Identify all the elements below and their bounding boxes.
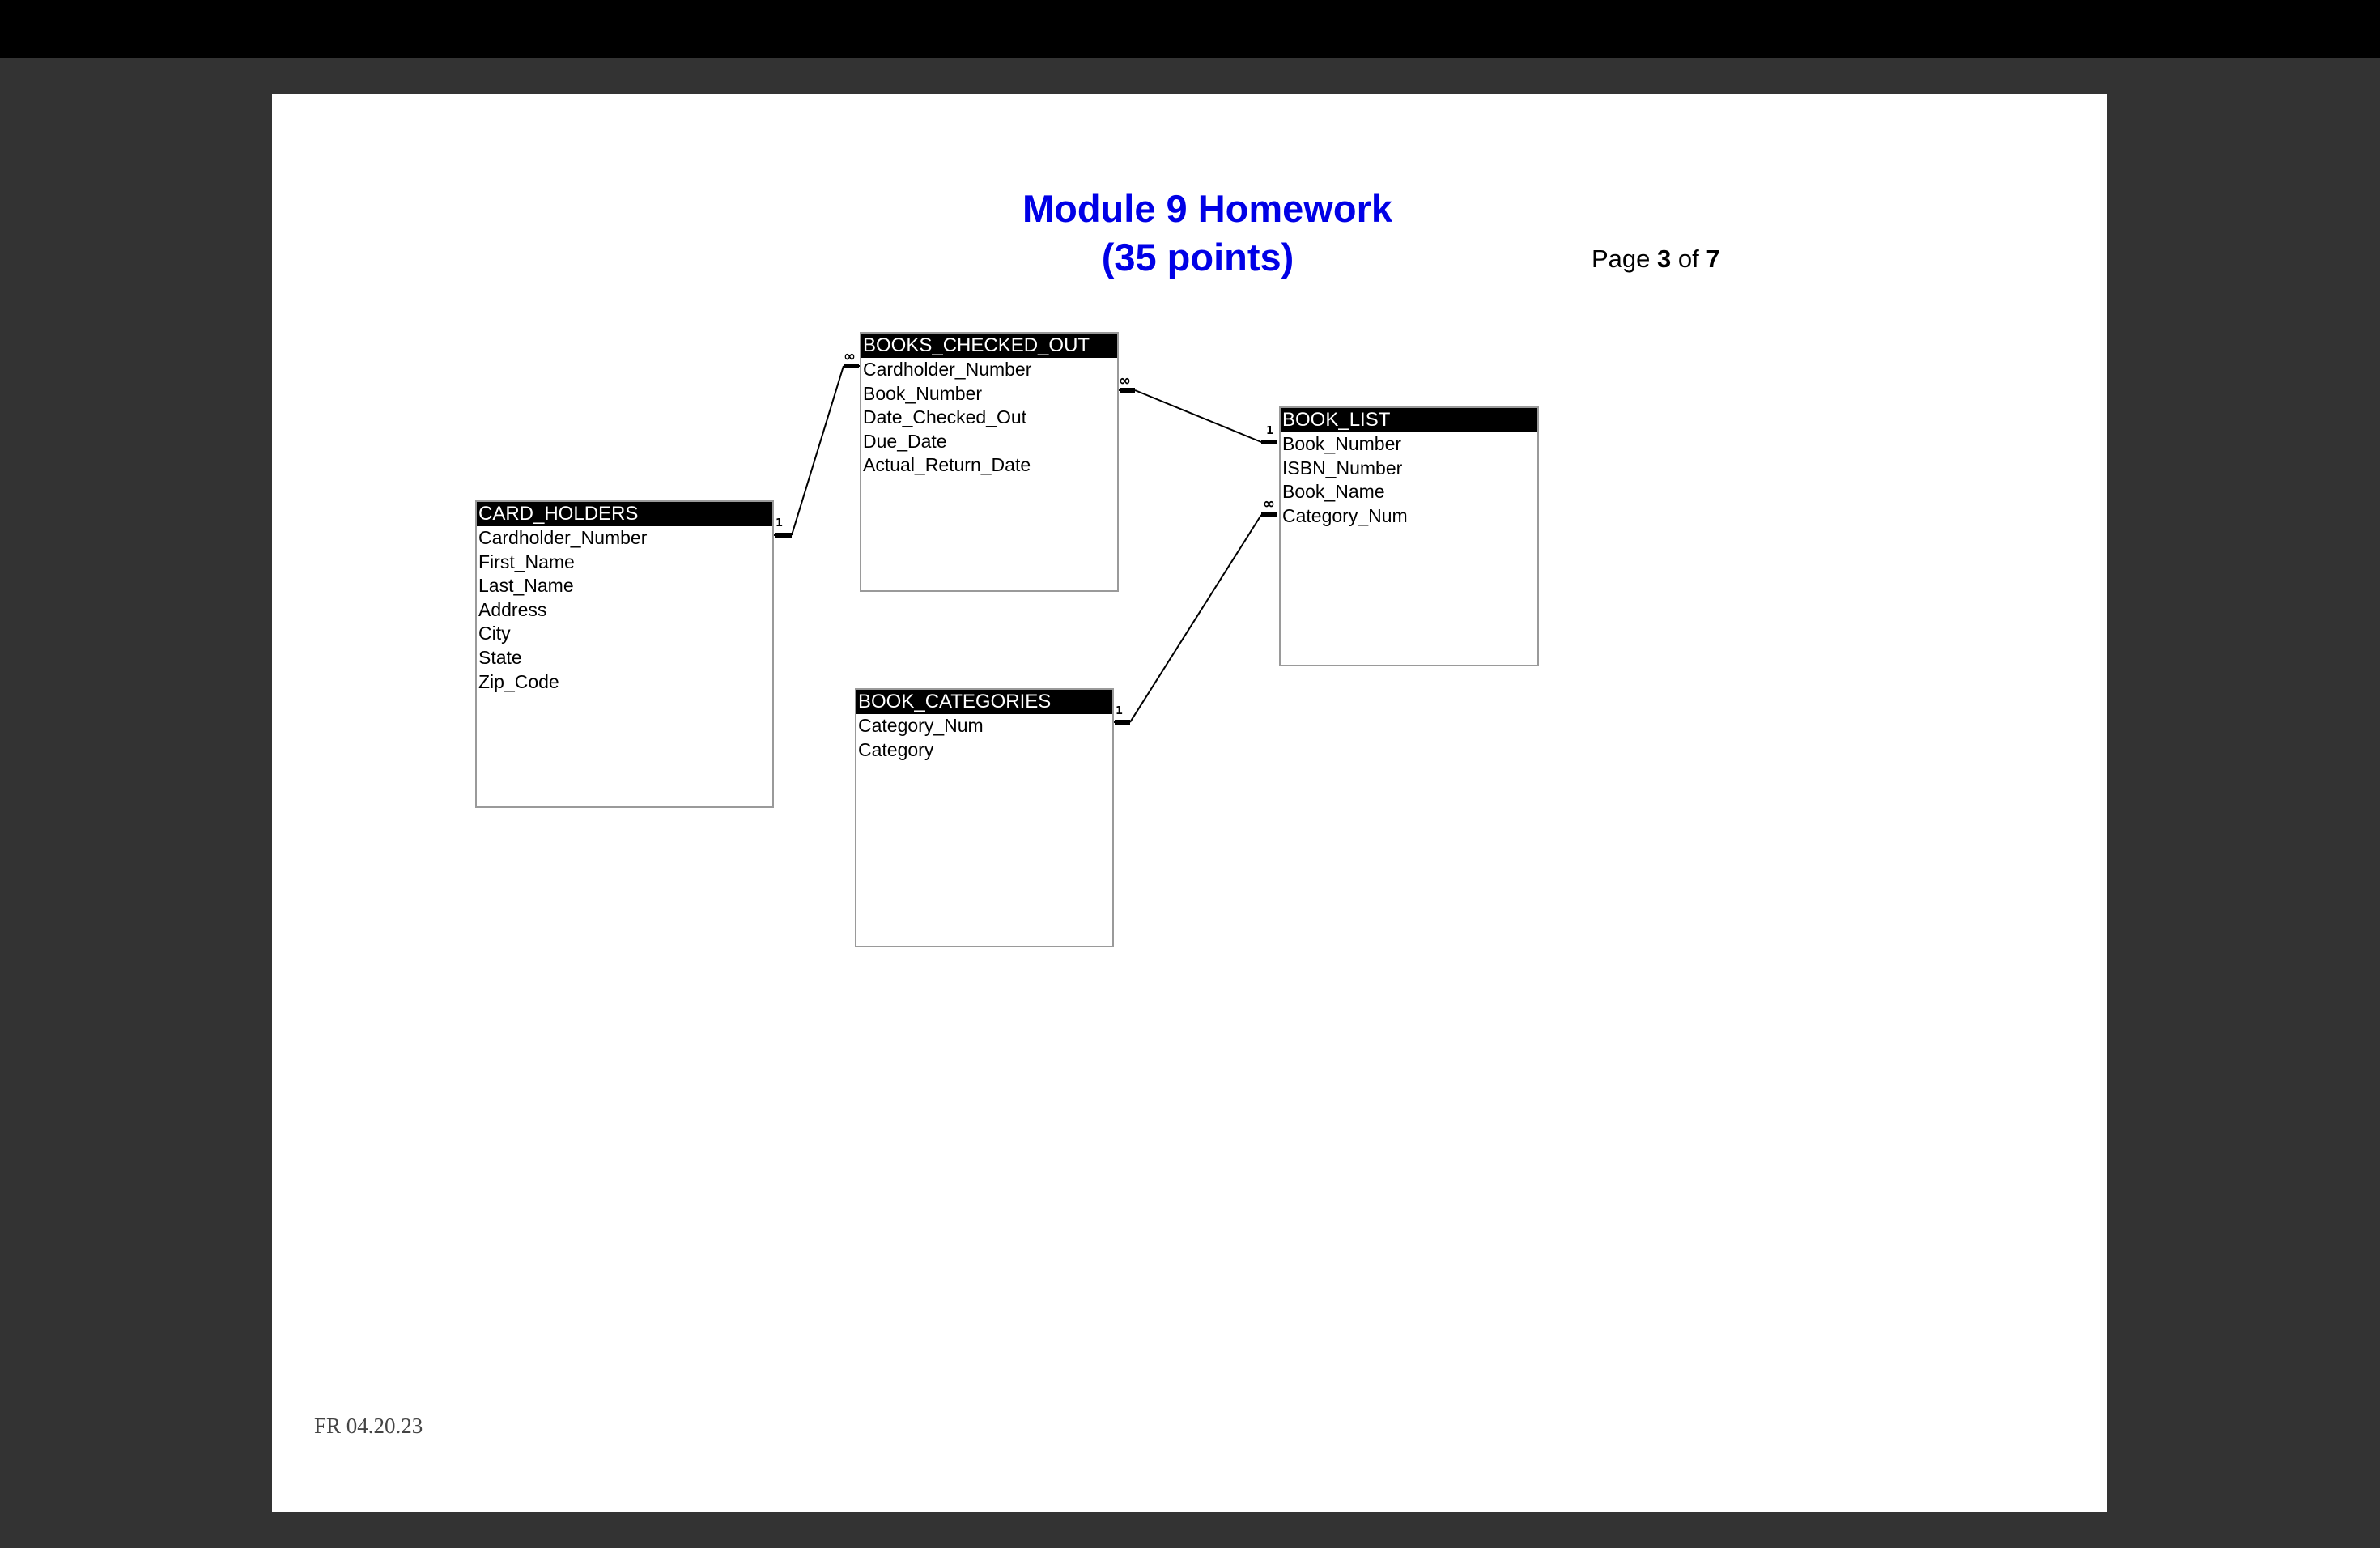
cardinality-one-marker: 1 bbox=[1266, 425, 1274, 437]
table-title: CARD_HOLDERS bbox=[477, 502, 772, 526]
footer-version-label: FR 04.20.23 bbox=[314, 1414, 423, 1438]
document-title: Module 9 Homework bbox=[1022, 187, 1392, 230]
cardinality-many-marker: ∞ bbox=[1119, 372, 1131, 389]
page-total: 7 bbox=[1706, 245, 1720, 273]
table-field: Last_Name bbox=[478, 575, 574, 597]
table-field: Book_Number bbox=[1282, 433, 1402, 454]
table-title: BOOKS_CHECKED_OUT bbox=[861, 334, 1117, 358]
table-field: City bbox=[478, 623, 511, 644]
table-field: Book_Name bbox=[1282, 481, 1385, 503]
cardinality-one-marker: 1 bbox=[1116, 705, 1124, 717]
field-list: Cardholder_Number First_Name Last_Name A… bbox=[477, 526, 772, 694]
relationship-lines bbox=[774, 364, 1277, 725]
table-field: Due_Date bbox=[863, 430, 947, 452]
table-field: Date_Checked_Out bbox=[863, 406, 1027, 428]
table-field: Category_Num bbox=[1282, 504, 1408, 526]
cardinality-one-marker: 1 bbox=[776, 517, 784, 529]
table-card-holders[interactable]: CARD_HOLDERS Cardholder_Number First_Nam… bbox=[475, 500, 774, 808]
table-title: BOOK_CATEGORIES bbox=[856, 690, 1112, 714]
cardinality-many-marker: ∞ bbox=[1263, 495, 1275, 512]
table-books-checked-out[interactable]: BOOKS_CHECKED_OUT Cardholder_Number Book… bbox=[860, 332, 1119, 592]
page-current: 3 bbox=[1657, 245, 1672, 273]
document-subtitle-points: (35 points) bbox=[1101, 236, 1294, 279]
page-number: Page 3 of 7 bbox=[1592, 245, 1720, 274]
table-field: Category_Num bbox=[858, 715, 984, 736]
cardinality-many-marker: ∞ bbox=[844, 348, 856, 365]
table-field: Category bbox=[858, 738, 934, 760]
document-page: Module 9 Homework (35 points) Page 3 of … bbox=[272, 94, 2107, 1512]
table-title: BOOK_LIST bbox=[1281, 408, 1537, 432]
page-of-label: of bbox=[1677, 245, 1699, 273]
table-field: First_Name bbox=[478, 551, 575, 572]
table-field: Address bbox=[478, 598, 547, 620]
table-book-categories[interactable]: BOOK_CATEGORIES Category_Num Category bbox=[855, 688, 1114, 947]
table-field: State bbox=[478, 646, 522, 668]
table-field: Cardholder_Number bbox=[863, 359, 1032, 380]
field-list: Cardholder_Number Book_Number Date_Check… bbox=[861, 358, 1117, 478]
viewer-top-bar bbox=[0, 0, 2380, 58]
table-field: Cardholder_Number bbox=[478, 527, 648, 548]
table-book-list[interactable]: BOOK_LIST Book_Number ISBN_Number Book_N… bbox=[1279, 406, 1539, 666]
table-field: Book_Number bbox=[863, 382, 983, 404]
table-field: ISBN_Number bbox=[1282, 457, 1403, 478]
page-label: Page bbox=[1592, 245, 1651, 273]
field-list: Book_Number ISBN_Number Book_Name Catego… bbox=[1281, 432, 1537, 528]
field-list: Category_Num Category bbox=[856, 714, 1112, 762]
table-field: Actual_Return_Date bbox=[863, 454, 1031, 476]
table-field: Zip_Code bbox=[478, 670, 559, 692]
